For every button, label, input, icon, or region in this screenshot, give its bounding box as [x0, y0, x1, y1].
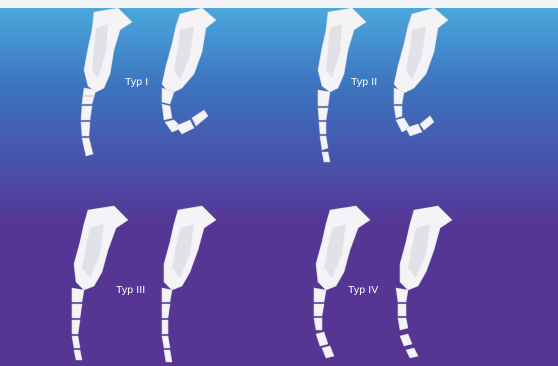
- type-label-4: Typ IV: [348, 284, 378, 296]
- sacrum-illustration-typ1-curved: [152, 8, 222, 138]
- type-label-1: Typ I: [125, 76, 148, 88]
- sacrum-illustration-typ3-right: [150, 206, 220, 366]
- sacrum-illustration-typ2-straight: [308, 8, 368, 168]
- sacrum-illustration-typ4-right: [386, 206, 456, 366]
- sacrum-illustration-typ2-curved: [384, 8, 454, 138]
- type-label-3: Typ III: [116, 284, 145, 296]
- illustration-canvas: Typ I Typ II Typ III: [0, 8, 558, 366]
- sacrum-illustration-typ1-straight: [74, 8, 134, 168]
- type-label-2: Typ II: [351, 76, 377, 88]
